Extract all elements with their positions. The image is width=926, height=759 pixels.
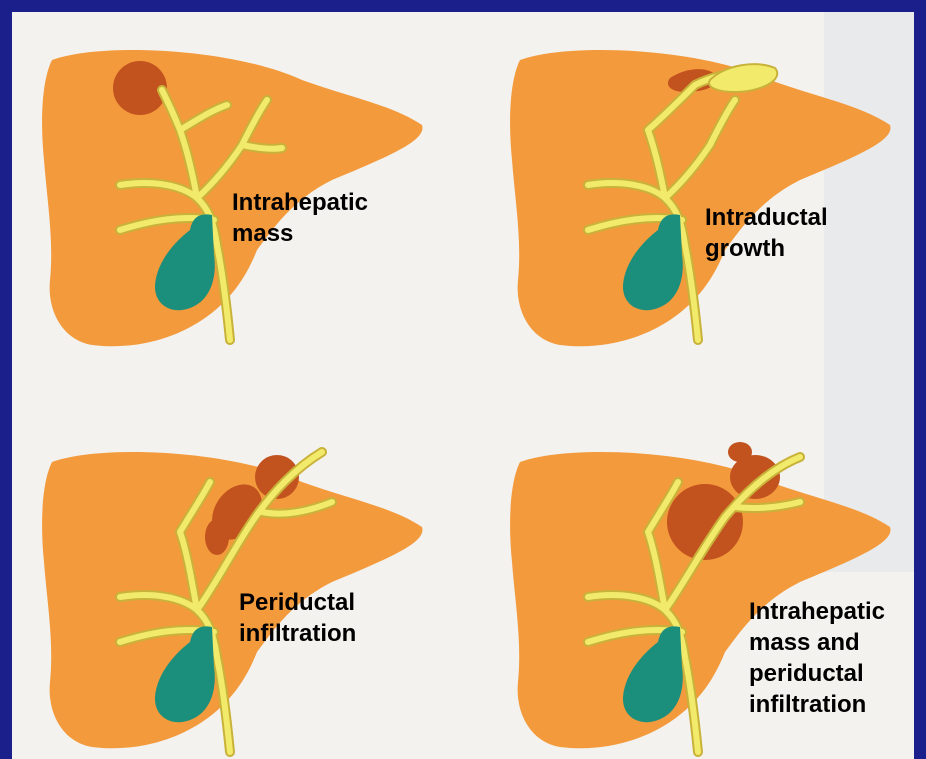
label-line: mass <box>232 218 368 249</box>
label-line: infiltration <box>239 618 356 649</box>
label-line: Intrahepatic <box>232 187 368 218</box>
label-line: periductal <box>749 658 885 689</box>
label-intrahepatic-mass-and-periductal-infiltration: Intrahepatic mass and periductal infiltr… <box>749 596 885 720</box>
label-line: Intraductal <box>705 202 828 233</box>
label-line: Periductal <box>239 587 356 618</box>
label-line: mass and <box>749 627 885 658</box>
liver-panel-3 <box>42 452 422 752</box>
label-line: infiltration <box>749 689 885 720</box>
label-line: Intrahepatic <box>749 596 885 627</box>
liver-panel-2 <box>510 50 890 346</box>
diagram-slide: Intrahepatic mass Intraductal growth Per… <box>12 12 914 759</box>
label-intrahepatic-mass: Intrahepatic mass <box>232 187 368 249</box>
label-intraductal-growth: Intraductal growth <box>705 202 828 264</box>
label-line: growth <box>705 233 828 264</box>
liver-shape <box>510 50 890 346</box>
label-periductal-infiltration: Periductal infiltration <box>239 587 356 649</box>
